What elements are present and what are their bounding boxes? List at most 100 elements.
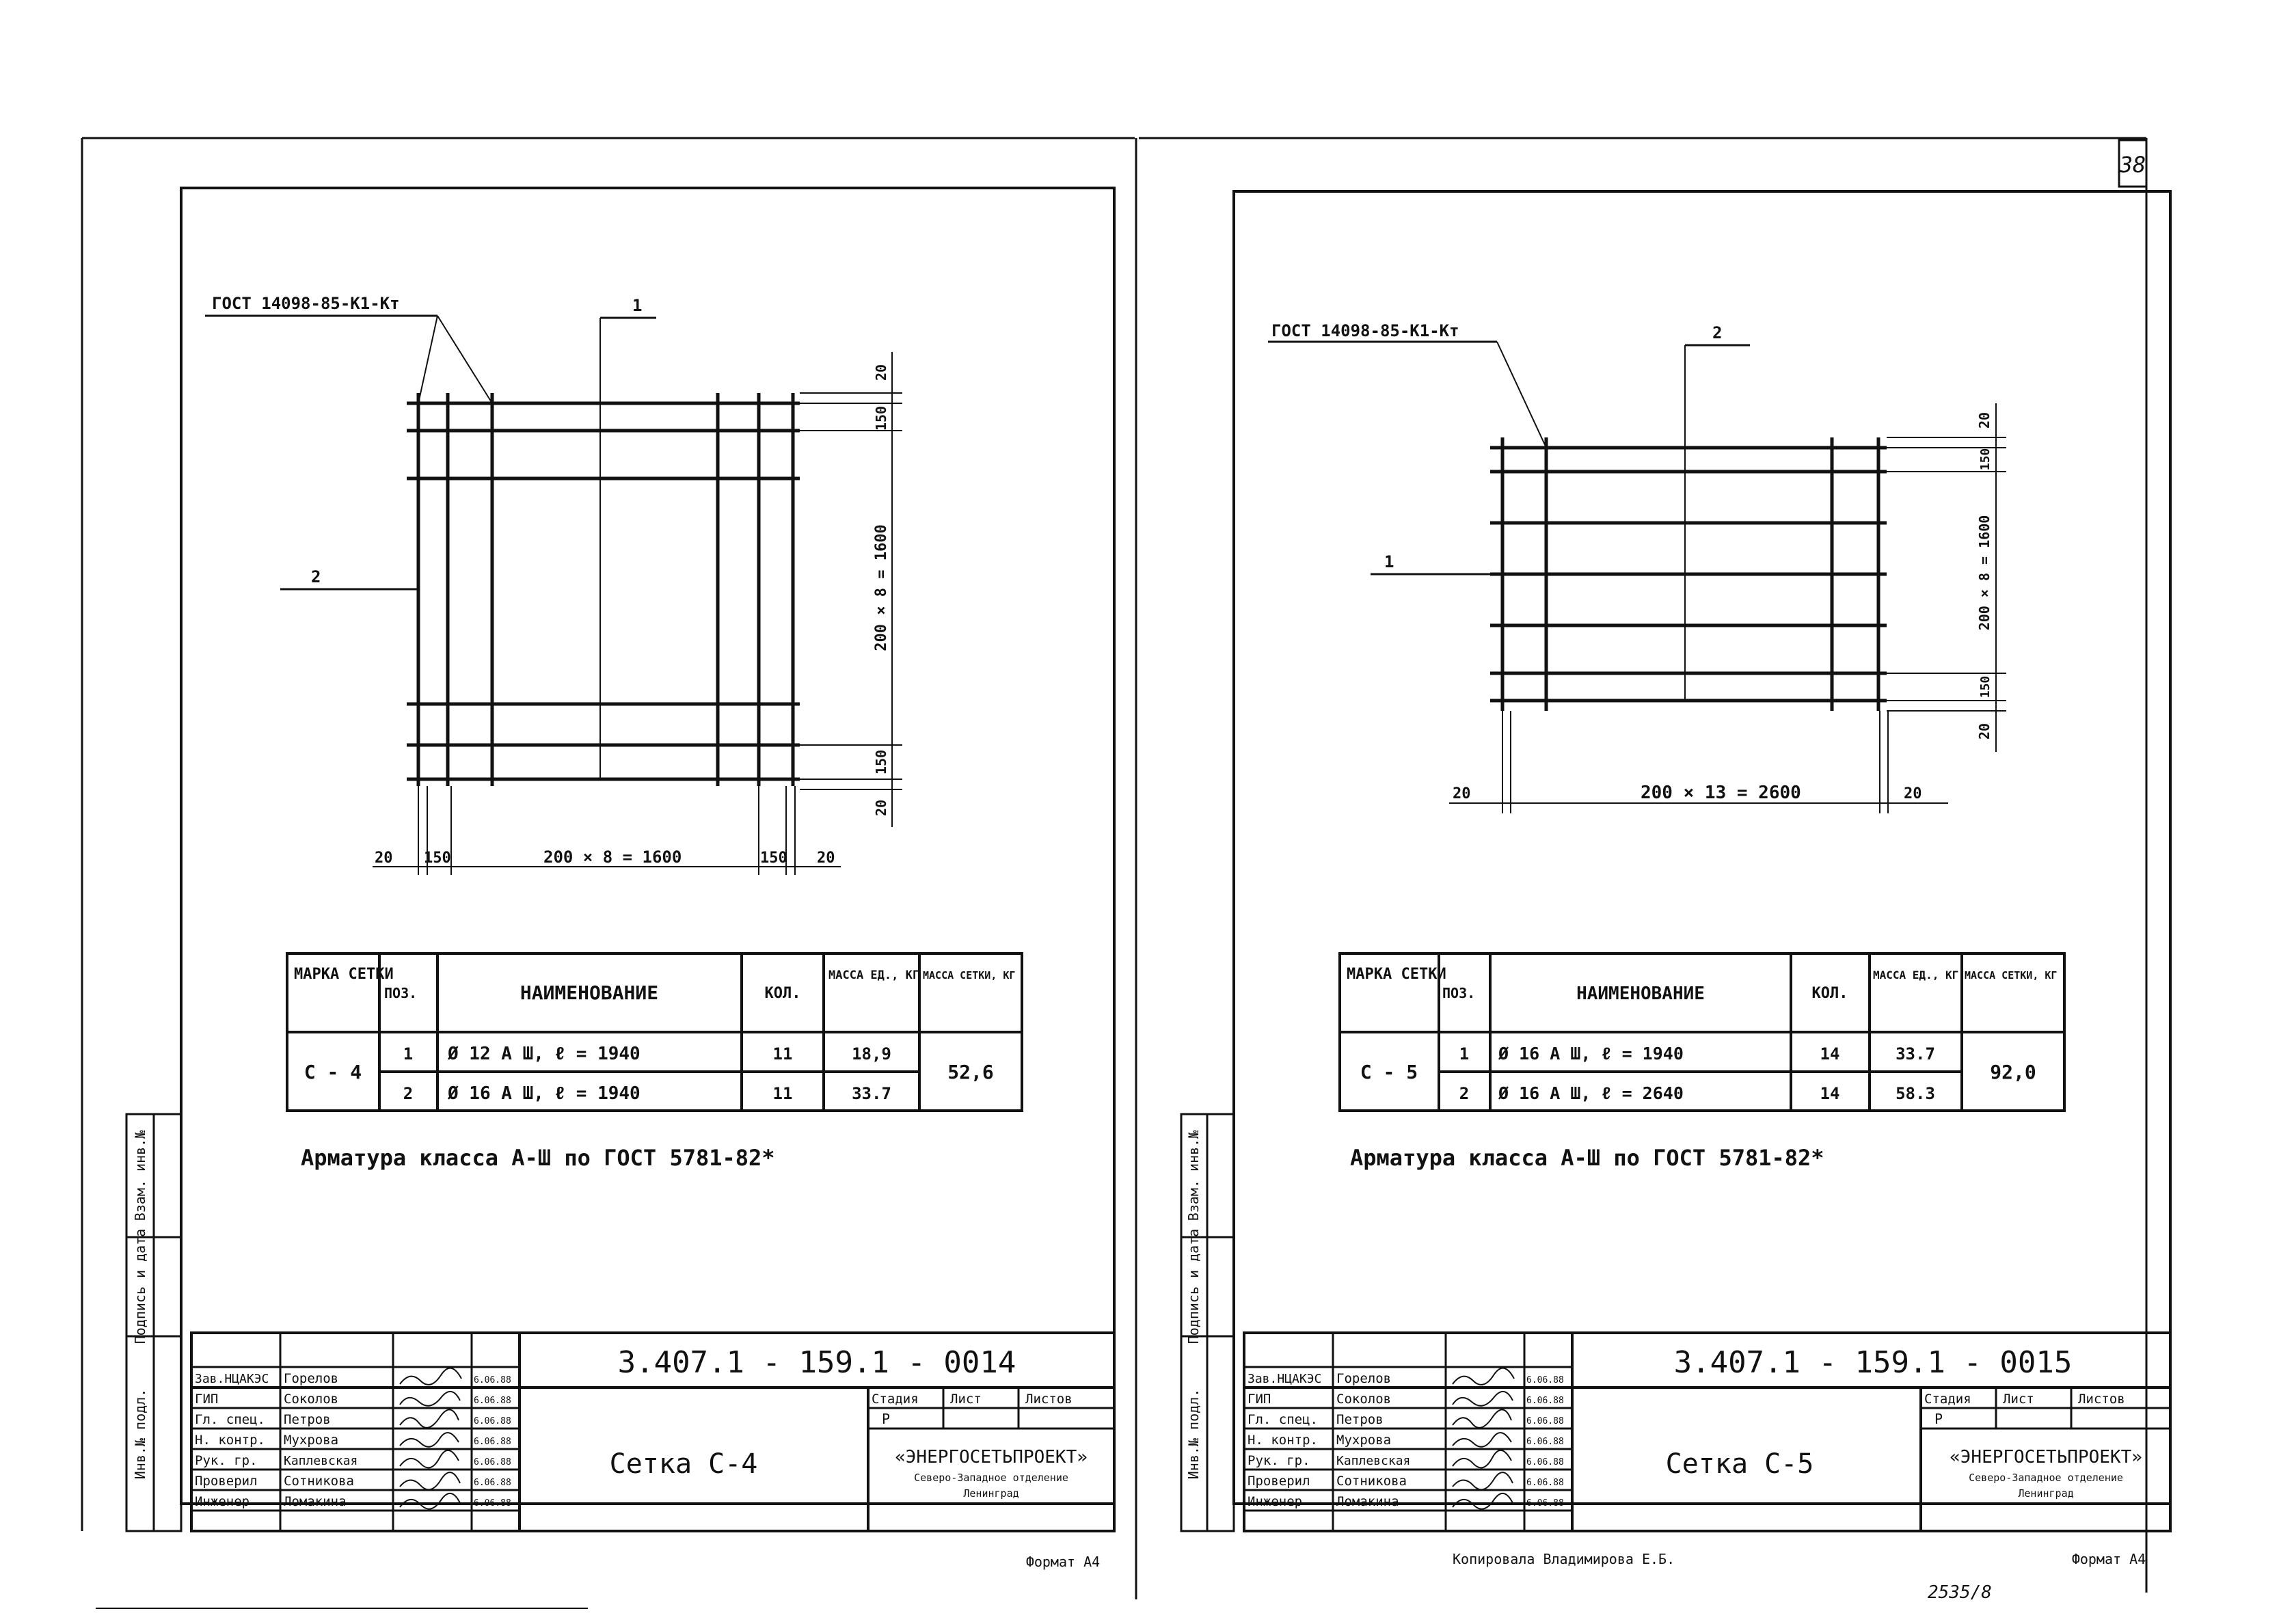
left-td-mass-1: 18,9 (852, 1044, 891, 1064)
right-stage-value: Р (1934, 1411, 1943, 1427)
left-side-label-1: Взам. инв.№ (132, 1130, 148, 1221)
right-signatures (1452, 1367, 1515, 1510)
left-title-block (190, 1331, 1116, 1532)
signature-mark (399, 1409, 459, 1429)
right-pos-marker-top: 2 (1712, 323, 1722, 342)
left-staff-role-6: Проверил (195, 1474, 258, 1489)
signature-mark (1452, 1432, 1512, 1448)
left-sheet: Взам. инв.№ Подпись и дата Инв.№ подл. (125, 187, 1116, 1570)
left-format-label: Формат А4 (1026, 1554, 1100, 1570)
left-dim-right-1: 20 (873, 364, 889, 381)
left-staff-list: Зав.НЦАКЭС Горелов 6.06.88 ГИП Соколов 6… (195, 1371, 511, 1509)
right-td-name-2: Ø 16 А Ш, ℓ = 2640 (1498, 1083, 1684, 1103)
right-side-margin (1180, 1113, 1235, 1532)
left-side-label-2: Подпись и дата (132, 1229, 148, 1344)
signature-mark (1452, 1450, 1512, 1469)
left-dim-bottom-4: 150 (760, 850, 787, 867)
left-pos-marker-top: 1 (632, 296, 642, 315)
left-td-pos-2: 2 (403, 1084, 413, 1103)
right-staff-name-4: Мухрова (1336, 1433, 1391, 1448)
right-staff-date-4: 6.06.88 (1526, 1437, 1564, 1447)
left-staff-date-5: 6.06.88 (474, 1457, 511, 1467)
left-stage-value: Р (882, 1411, 890, 1427)
left-th-pos: ПОЗ. (384, 985, 417, 1001)
left-dim-bottom-5: 20 (817, 850, 835, 867)
left-staff-role-5: Рук. гр. (195, 1453, 258, 1468)
right-dim-bottom-3: 20 (1904, 785, 1922, 802)
signature-mark (399, 1493, 461, 1510)
left-inner-frame (180, 187, 1116, 1505)
right-sheet: Взам. инв.№ Подпись и дата Инв.№ подл. (1180, 190, 2172, 1603)
right-staff-date-3: 6.06.88 (1526, 1416, 1564, 1426)
left-staff-date-6: 6.06.88 (474, 1478, 511, 1488)
signature-mark (399, 1472, 461, 1491)
right-td-mass-1: 33.7 (1896, 1044, 1935, 1064)
left-org-name: «ЭНЕРГОСЕТЬПРОЕКТ» (895, 1447, 1088, 1467)
left-staff-role-7: Инженер (195, 1494, 250, 1509)
right-stage-label: Стадия (1924, 1392, 1971, 1407)
mesh-c5-horizontal-bars (1490, 446, 1887, 703)
right-staff-role-7: Инженер (1248, 1494, 1302, 1509)
left-th-name: НАИМЕНОВАНИЕ (520, 982, 658, 1004)
left-org-sub2: Ленинград (963, 1487, 1019, 1500)
left-staff-date-3: 6.06.88 (474, 1416, 511, 1426)
signature-mark (399, 1367, 462, 1385)
right-th-qty: КОЛ. (1812, 985, 1848, 1002)
right-staff-list: Зав.НЦАКЭС Горелов 6.06.88 ГИП Соколов 6… (1248, 1371, 1564, 1509)
right-org-name: «ЭНЕРГОСЕТЬПРОЕКТ» (1950, 1447, 2142, 1467)
right-staff-role-6: Проверил (1248, 1474, 1310, 1489)
signature-mark (1452, 1367, 1515, 1385)
right-th-mass-unit: МАССА ЕД., КГ (1873, 969, 1958, 982)
right-staff-name-3: Петров (1336, 1412, 1384, 1427)
left-td-qty-2: 11 (773, 1084, 793, 1103)
left-dim-right-2: 150 (873, 406, 889, 431)
right-dim-bottom-1: 20 (1453, 785, 1471, 802)
left-note: Арматура класса А-Ш по ГОСТ 5781-82* (301, 1145, 775, 1171)
right-th-pos: ПОЗ. (1442, 985, 1475, 1001)
right-side-label-2: Подпись и дата (1185, 1229, 1202, 1344)
left-staff-date-2: 6.06.88 (474, 1396, 511, 1406)
right-title-block (1243, 1331, 2172, 1532)
left-signatures (399, 1367, 462, 1510)
left-doc-code: 3.407.1 - 159.1 - 0014 (618, 1345, 1016, 1380)
right-staff-name-5: Каплевская (1336, 1454, 1410, 1468)
right-gost-label: ГОСТ 14098-85-К1-Кт (1271, 321, 1459, 340)
mesh-c5-vertical-bars (1500, 437, 1880, 711)
left-stamp-title: Сетка С-4 (610, 1448, 758, 1480)
left-org-sub1: Северо-Западное отделение (914, 1472, 1068, 1484)
left-staff-date-7: 6.06.88 (474, 1498, 511, 1508)
right-staff-role-2: ГИП (1248, 1392, 1271, 1407)
left-stage-label: Стадия (872, 1392, 919, 1407)
left-staff-role-1: Зав.НЦАКЭС (195, 1372, 269, 1386)
right-dim-bottom-2: 200 × 13 = 2600 (1641, 783, 1801, 803)
left-td-total: 52,6 (947, 1061, 993, 1083)
left-dim-bottom-3: 200 × 8 = 1600 (543, 848, 682, 867)
right-dim-right-2: 150 (1978, 448, 1993, 471)
signature-mark (399, 1391, 461, 1407)
right-td-qty-2: 14 (1820, 1084, 1840, 1103)
right-staff-name-7: Ломакина (1336, 1494, 1399, 1509)
left-dim-bottom-1: 20 (375, 850, 393, 867)
left-td-mass-2: 33.7 (852, 1084, 891, 1103)
right-sheet-label: Лист (2003, 1392, 2034, 1407)
left-side-margin (125, 1113, 183, 1532)
right-td-name-1: Ø 16 А Ш, ℓ = 1940 (1498, 1044, 1684, 1064)
left-th-mass-unit: МАССА ЕД., КГ (828, 969, 919, 982)
right-staff-name-2: Соколов (1336, 1392, 1391, 1407)
right-td-mark: С - 5 (1360, 1061, 1418, 1083)
right-staff-date-5: 6.06.88 (1526, 1457, 1564, 1467)
right-stray-number: 2535/8 (1928, 1582, 1992, 1603)
right-th-name: НАИМЕНОВАНИЕ (1576, 984, 1705, 1004)
left-sheets-label: Листов (1025, 1392, 1073, 1407)
left-th-mark: МАРКА СЕТКИ (294, 966, 394, 983)
left-staff-role-3: Гл. спец. (195, 1412, 265, 1427)
mesh-drawing-c4 (205, 314, 902, 875)
left-pos-marker-side: 2 (311, 567, 321, 586)
left-td-qty-1: 11 (773, 1044, 793, 1064)
left-sheet-label: Лист (950, 1392, 982, 1407)
mesh-drawing-c5 (1268, 340, 2006, 813)
right-dim-right-1: 20 (1976, 412, 1993, 429)
right-dim-right-5: 20 (1976, 723, 1993, 740)
page-number-box: 38 (2118, 139, 2148, 188)
right-dim-right-4: 150 (1978, 676, 1993, 699)
